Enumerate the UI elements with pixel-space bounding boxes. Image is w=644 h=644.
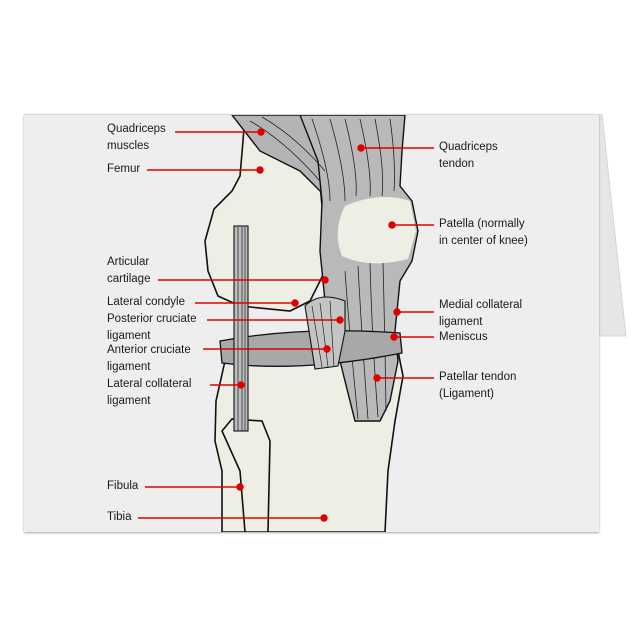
label-quadriceps-tendon: Quadriceps tendon: [439, 141, 498, 170]
label-fibula: Fibula: [107, 480, 139, 492]
label-quadriceps-muscles: Quadriceps muscles: [107, 123, 166, 152]
label-posterior-cruciate-ligament: Posterior cruciate ligament: [107, 313, 197, 342]
label-anterior-cruciate-ligament: Anterior cruciate ligament: [107, 344, 191, 373]
label-patella: Patella (normally in center of knee): [439, 218, 528, 247]
label-medial-collateral-ligament: Medial collateral ligament: [439, 299, 523, 328]
label-articular-cartilage: Articular cartilage: [107, 256, 151, 285]
label-femur: Femur: [107, 163, 141, 175]
label-meniscus: Meniscus: [439, 331, 488, 343]
label-lateral-collateral-ligament: Lateral collateral ligament: [107, 378, 192, 407]
greeting-card: Quadriceps muscles Femur Articular carti…: [24, 114, 599, 532]
card-back-flap: [598, 114, 627, 337]
label-tibia: Tibia: [107, 511, 132, 523]
label-lateral-condyle: Lateral condyle: [107, 296, 185, 308]
knee-anatomy-illustration: [138, 115, 434, 532]
label-patellar-tendon: Patellar tendon (Ligament): [439, 371, 517, 400]
